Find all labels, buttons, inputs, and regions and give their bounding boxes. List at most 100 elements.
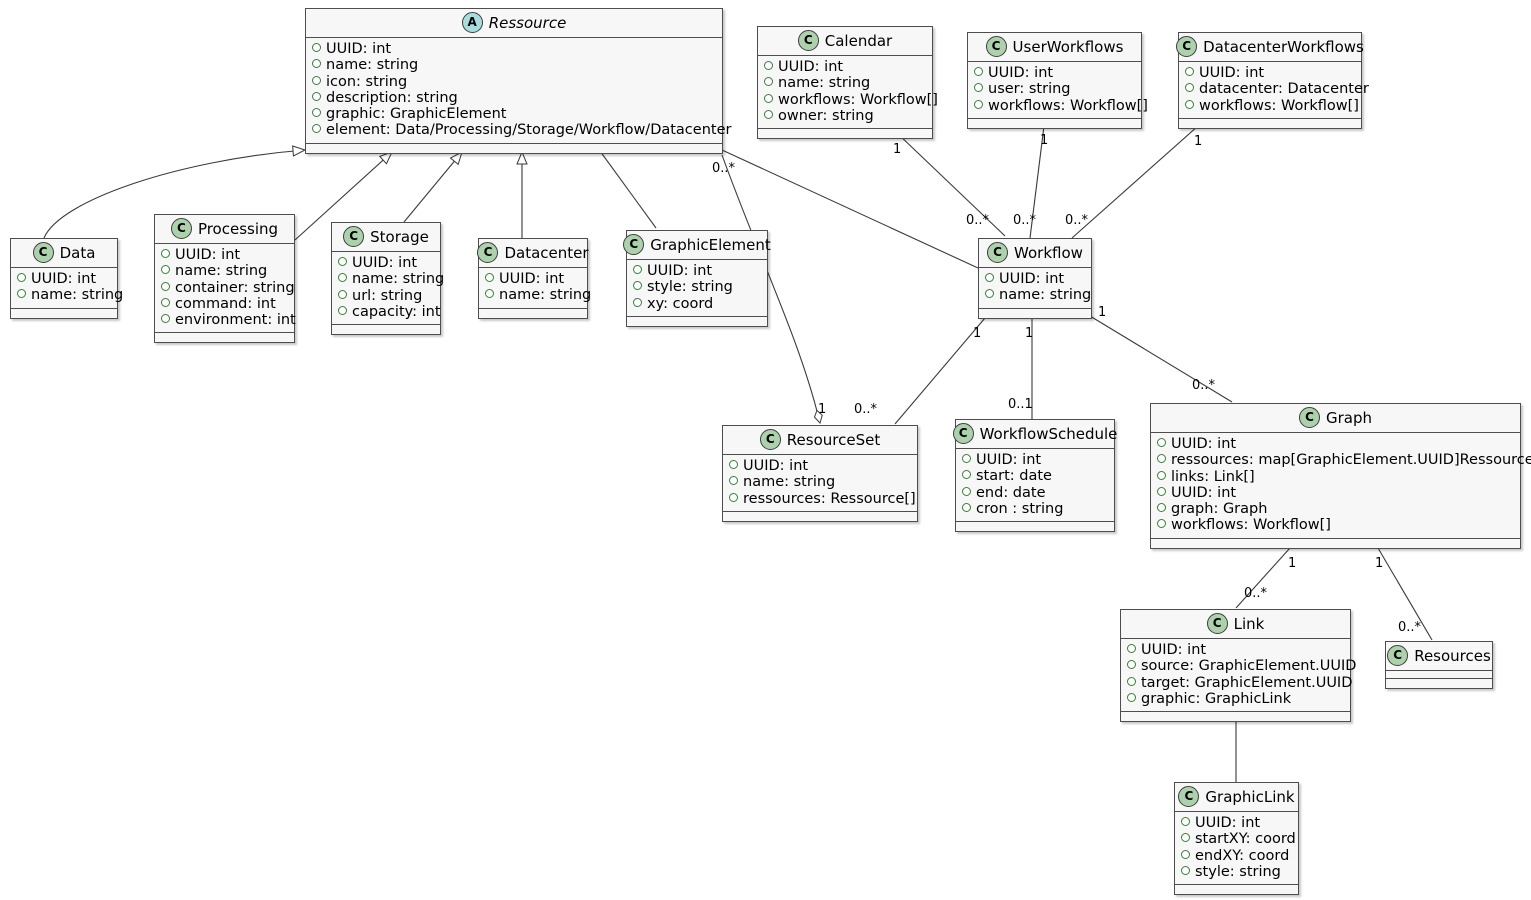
multiplicity-m-res-star: 0..* xyxy=(1398,620,1422,635)
attribute-row: name: string xyxy=(985,287,1091,303)
edge-storage-inherits-ressource xyxy=(403,150,463,223)
public-visibility-icon xyxy=(1127,644,1136,653)
attribute-row: container: string xyxy=(161,280,295,296)
public-visibility-icon xyxy=(338,289,347,299)
class-methods-ressource xyxy=(306,143,722,153)
public-visibility-icon xyxy=(161,249,170,258)
attribute-label: start: date xyxy=(976,468,1052,485)
attribute-row: url: string xyxy=(338,288,433,304)
class-name-workflow: Workflow xyxy=(1014,243,1083,262)
attribute-label: ressources: map[GraphicElement.UUID]Ress… xyxy=(1171,452,1531,469)
attribute-label: graphic: GraphicLink xyxy=(1141,690,1292,707)
public-visibility-icon xyxy=(1157,486,1166,496)
public-visibility-icon xyxy=(985,273,994,282)
class-methods-calendar xyxy=(758,129,932,139)
public-visibility-icon xyxy=(633,297,642,307)
attribute-row: user: string xyxy=(974,81,1134,97)
multiplicity-m-dcwf-1: 1 xyxy=(1194,134,1203,149)
attribute-row: element: Data/Processing/Storage/Workflo… xyxy=(312,122,731,138)
attribute-label: UUID: int xyxy=(988,65,1054,81)
public-visibility-icon xyxy=(312,91,321,101)
class-marker-icon: C xyxy=(759,429,781,450)
attribute-label: cron : string xyxy=(976,500,1064,517)
attribute-row: name: string xyxy=(729,474,910,490)
attribute-row: start: date xyxy=(962,468,1107,484)
attribute-row: ressources: Ressource[] xyxy=(729,491,916,507)
class-methods-resources xyxy=(1386,679,1492,688)
class-methods-resourceset xyxy=(723,511,917,521)
class-name-graphiclink: GraphicLink xyxy=(1205,787,1295,806)
class-methods-datacenterworkflows xyxy=(1179,118,1361,128)
attribute-row: source: GraphicElement.UUID xyxy=(1127,658,1356,674)
attribute-label: name: string xyxy=(326,57,419,74)
class-methods-userworkflows xyxy=(968,118,1141,128)
multiplicity-m-rs-star: 0..* xyxy=(854,402,878,417)
class-methods-link xyxy=(1121,712,1350,722)
attribute-row: style: string xyxy=(633,279,760,295)
public-visibility-icon xyxy=(962,486,971,496)
class-name-data: Data xyxy=(59,243,96,262)
attribute-row: UUID: int xyxy=(312,41,715,57)
public-visibility-icon xyxy=(764,93,773,103)
attribute-row: UUID: int xyxy=(1185,65,1354,81)
class-methods-datacenter xyxy=(479,308,587,318)
attribute-label: UUID: int xyxy=(999,271,1065,287)
attribute-row: name: string xyxy=(764,75,925,91)
public-visibility-icon xyxy=(1185,67,1194,76)
attribute-label: UUID: int xyxy=(352,255,418,271)
class-marker-icon: C xyxy=(1176,36,1198,57)
multiplicity-m-graph-link-1: 1 xyxy=(1288,556,1297,571)
edge-ressource-has-graphicelement xyxy=(591,139,657,229)
attribute-row: ressources: map[GraphicElement.UUID]Ress… xyxy=(1157,452,1531,468)
public-visibility-icon xyxy=(1157,454,1166,464)
attribute-row: links: Link[] xyxy=(1157,469,1513,485)
attribute-label: name: string xyxy=(743,474,836,491)
attribute-label: name: string xyxy=(352,271,445,288)
class-header-workflow: C Workflow xyxy=(979,239,1091,268)
attribute-label: datacenter: Datacenter xyxy=(1199,81,1369,98)
attribute-row: graphic: GraphicLink xyxy=(1127,691,1343,707)
attribute-label: UUID: int xyxy=(778,59,844,75)
public-visibility-icon xyxy=(161,265,170,275)
class-methods-graph xyxy=(1151,538,1520,548)
public-visibility-icon xyxy=(1181,865,1190,875)
class-marker-icon: C xyxy=(477,242,499,263)
attribute-row: UUID: int xyxy=(17,271,110,287)
public-visibility-icon xyxy=(312,124,321,134)
public-visibility-icon xyxy=(1157,438,1166,447)
attribute-label: graph: Graph xyxy=(1171,501,1268,518)
attribute-row: startXY: coord xyxy=(1181,831,1296,847)
class-marker-icon: C xyxy=(1298,407,1320,428)
attribute-row: UUID: int xyxy=(764,59,925,75)
public-visibility-icon xyxy=(764,61,773,70)
class-methods-storage xyxy=(332,325,440,335)
public-visibility-icon xyxy=(1157,503,1166,513)
public-visibility-icon xyxy=(312,43,321,52)
attribute-label: UUID: int xyxy=(1171,484,1237,501)
class-marker-icon: C xyxy=(987,242,1009,263)
attribute-row: UUID: int xyxy=(1157,436,1513,452)
attribute-row: capacity: int xyxy=(338,304,441,320)
